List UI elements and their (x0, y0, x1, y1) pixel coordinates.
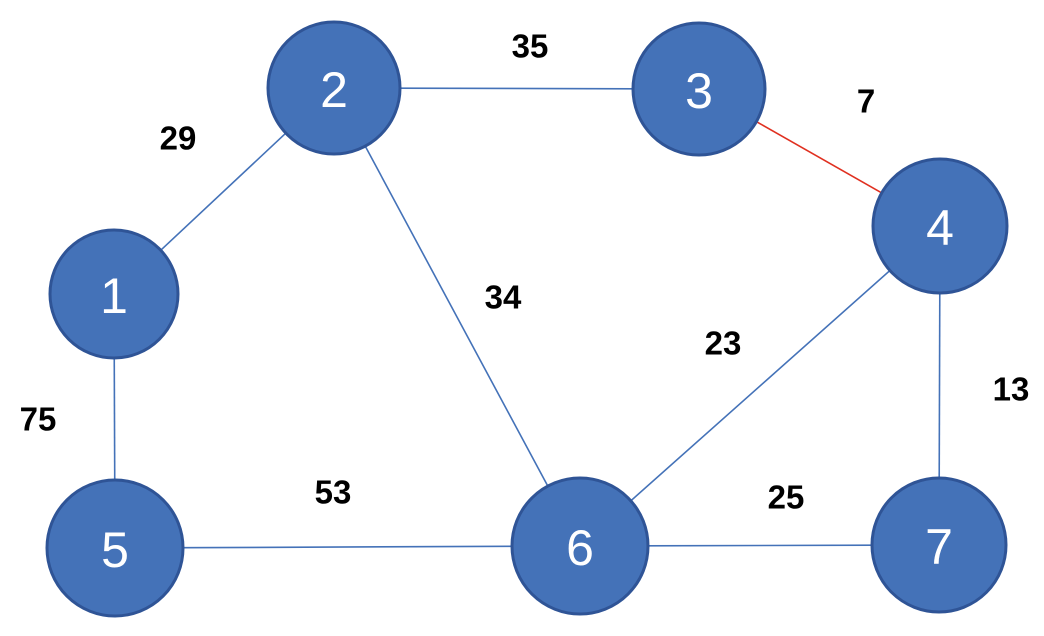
edge-1-2 (159, 131, 288, 252)
graph-node-4[interactable]: 4 (871, 157, 1009, 295)
node-6-circle[interactable] (510, 476, 650, 616)
edge-1-2-weight-label: 29 (159, 119, 197, 157)
edge-4-7-weight-label: 13 (992, 370, 1030, 408)
edge-2-3-weight-label: 35 (511, 27, 549, 65)
edge-1-5-weight-label: 75 (19, 400, 57, 438)
node-3-circle[interactable] (631, 21, 767, 157)
graph-node-3[interactable]: 3 (631, 21, 767, 157)
node-1-circle[interactable] (48, 228, 180, 360)
edge-3-4 (755, 120, 884, 195)
graph-node-7[interactable]: 7 (870, 476, 1008, 614)
edge-6-7 (646, 544, 874, 547)
node-5-circle[interactable] (45, 478, 185, 618)
edge-2-6-weight-label: 34 (484, 278, 522, 316)
node-7-circle[interactable] (870, 476, 1008, 614)
graph-node-2[interactable]: 2 (266, 20, 402, 156)
graph-node-1[interactable]: 1 (48, 228, 180, 360)
edge-4-7 (938, 291, 941, 480)
graph-node-6[interactable]: 6 (510, 476, 650, 616)
edge-5-6 (181, 545, 514, 549)
edge-4-6-weight-label: 23 (704, 324, 742, 362)
edge-6-7-weight-label: 25 (767, 478, 805, 516)
edge-2-3 (398, 87, 635, 90)
edge-4-6 (629, 269, 892, 503)
edges-layer (113, 87, 941, 549)
node-4-circle[interactable] (871, 157, 1009, 295)
graph-node-5[interactable]: 5 (45, 478, 185, 618)
edge-2-6 (364, 144, 550, 488)
node-2-circle[interactable] (266, 20, 402, 156)
edge-5-6-weight-label: 53 (314, 473, 352, 511)
edge-3-4-weight-label: 7 (856, 82, 876, 120)
